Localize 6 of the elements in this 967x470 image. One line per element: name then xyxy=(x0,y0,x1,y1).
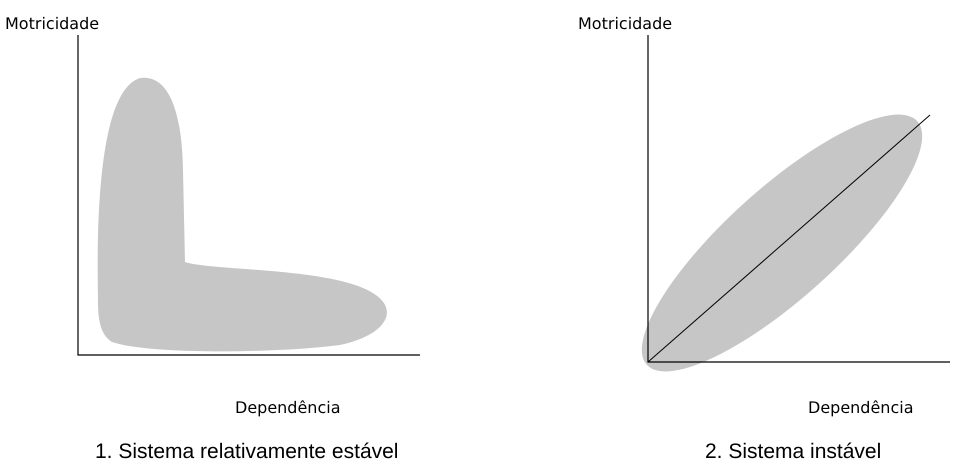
chart-caption: 1. Sistema relativamente estável xyxy=(95,440,398,464)
axis-title: Motricidade xyxy=(578,14,672,33)
chart-caption: 2. Sistema instável xyxy=(705,440,882,464)
axis-title: Motricidade xyxy=(5,14,100,33)
axis-title: Dependência xyxy=(808,398,914,417)
axis-title: Dependência xyxy=(235,398,340,417)
